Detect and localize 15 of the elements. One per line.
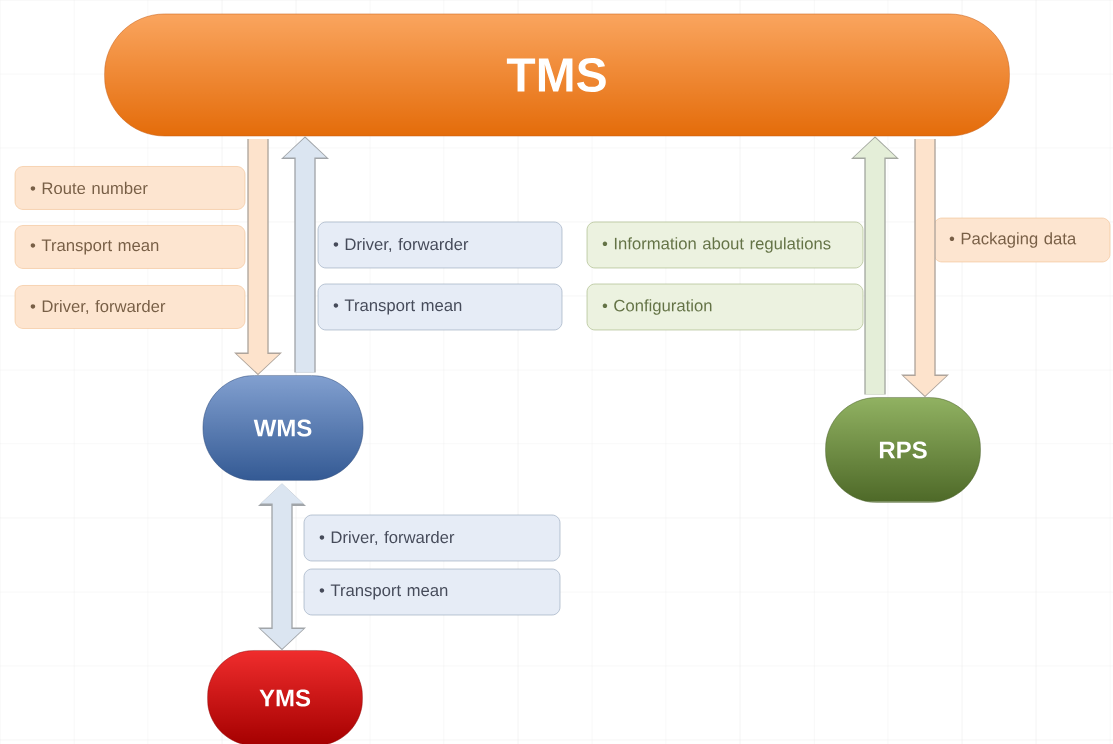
info-box: • Packaging data [933, 217, 1111, 263]
info-box: • Transport mean [14, 225, 246, 269]
system-pill: YMS [207, 650, 363, 744]
info-box: • Transport mean [303, 568, 561, 616]
info-box: • Driver, forwarder [14, 285, 246, 329]
info-box: • Driver, forwarder [303, 514, 561, 562]
system-pill: TMS [104, 13, 1010, 137]
system-pill: WMS [202, 375, 364, 481]
node-label: • Packaging data [949, 232, 1077, 248]
info-box: • Information about regulations [586, 221, 864, 269]
info-box: • Configuration [586, 283, 864, 331]
info-box: • Route number [14, 166, 246, 210]
system-pill: RPS [825, 397, 981, 503]
info-box: • Driver, forwarder [317, 221, 563, 269]
info-box: • Transport mean [317, 283, 563, 331]
